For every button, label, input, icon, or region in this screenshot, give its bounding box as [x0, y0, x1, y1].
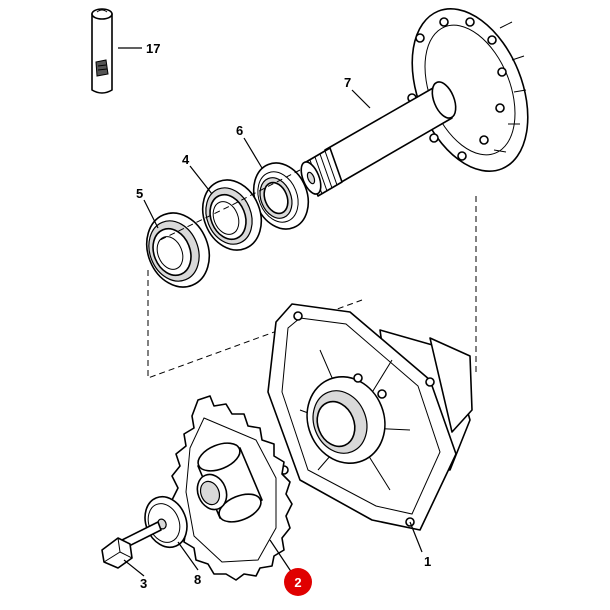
callout-4: 4 [182, 152, 190, 167]
bolt-part-3 [101, 521, 162, 569]
bearing-part-5 [145, 212, 211, 288]
callout-2-highlight[interactable]: 2 [284, 568, 312, 596]
callout-7: 7 [344, 75, 351, 90]
assembly-guide-lines [147, 169, 477, 379]
pin-part-17 [91, 8, 113, 94]
callout-1: 1 [424, 554, 431, 569]
leader-lines [118, 47, 423, 577]
callout-17: 17 [146, 41, 160, 56]
highlight-circle [284, 568, 312, 596]
shaft-flange-part-7 [300, 8, 529, 197]
housing-part-1 [267, 303, 473, 531]
seal-ring-part-6 [252, 162, 310, 230]
callout-3: 3 [140, 576, 147, 591]
sprocket-part-2 [171, 395, 293, 581]
callout-5: 5 [136, 186, 143, 201]
washer-part-8 [144, 495, 188, 549]
callout-6: 6 [236, 123, 243, 138]
callout-2: 2 [294, 575, 301, 590]
callout-8: 8 [194, 572, 201, 587]
